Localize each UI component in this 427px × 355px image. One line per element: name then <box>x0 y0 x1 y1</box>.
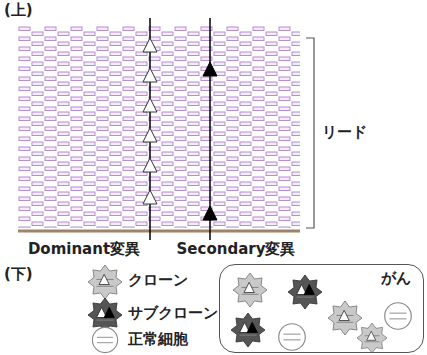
normal-cell <box>92 327 117 352</box>
reads <box>18 26 300 228</box>
region-label: がん <box>381 269 411 288</box>
subclone-cell <box>231 313 265 347</box>
section-label: (上) <box>4 2 33 19</box>
variant-label: Secondary変異 <box>177 241 296 258</box>
dominant-variant <box>143 18 157 240</box>
bracket <box>306 38 314 228</box>
section-label: (下) <box>4 266 33 283</box>
subclone-cell <box>288 275 322 309</box>
normal-cell <box>279 324 306 351</box>
normal-cell <box>385 303 412 330</box>
clone-cell <box>328 301 362 335</box>
clone-cell <box>357 323 387 353</box>
legend-text: サブクローン <box>128 305 218 322</box>
legend-text: クローン <box>128 272 188 289</box>
secondary-variant <box>203 18 217 240</box>
reference <box>18 230 300 233</box>
bracket-label: リード <box>322 124 367 141</box>
clone-cell <box>88 265 122 299</box>
legend-text: 正常細胞 <box>128 331 188 348</box>
variant-label: Dominant変異 <box>28 241 140 258</box>
clone-cell <box>233 273 267 307</box>
region-box: がん <box>219 264 424 353</box>
